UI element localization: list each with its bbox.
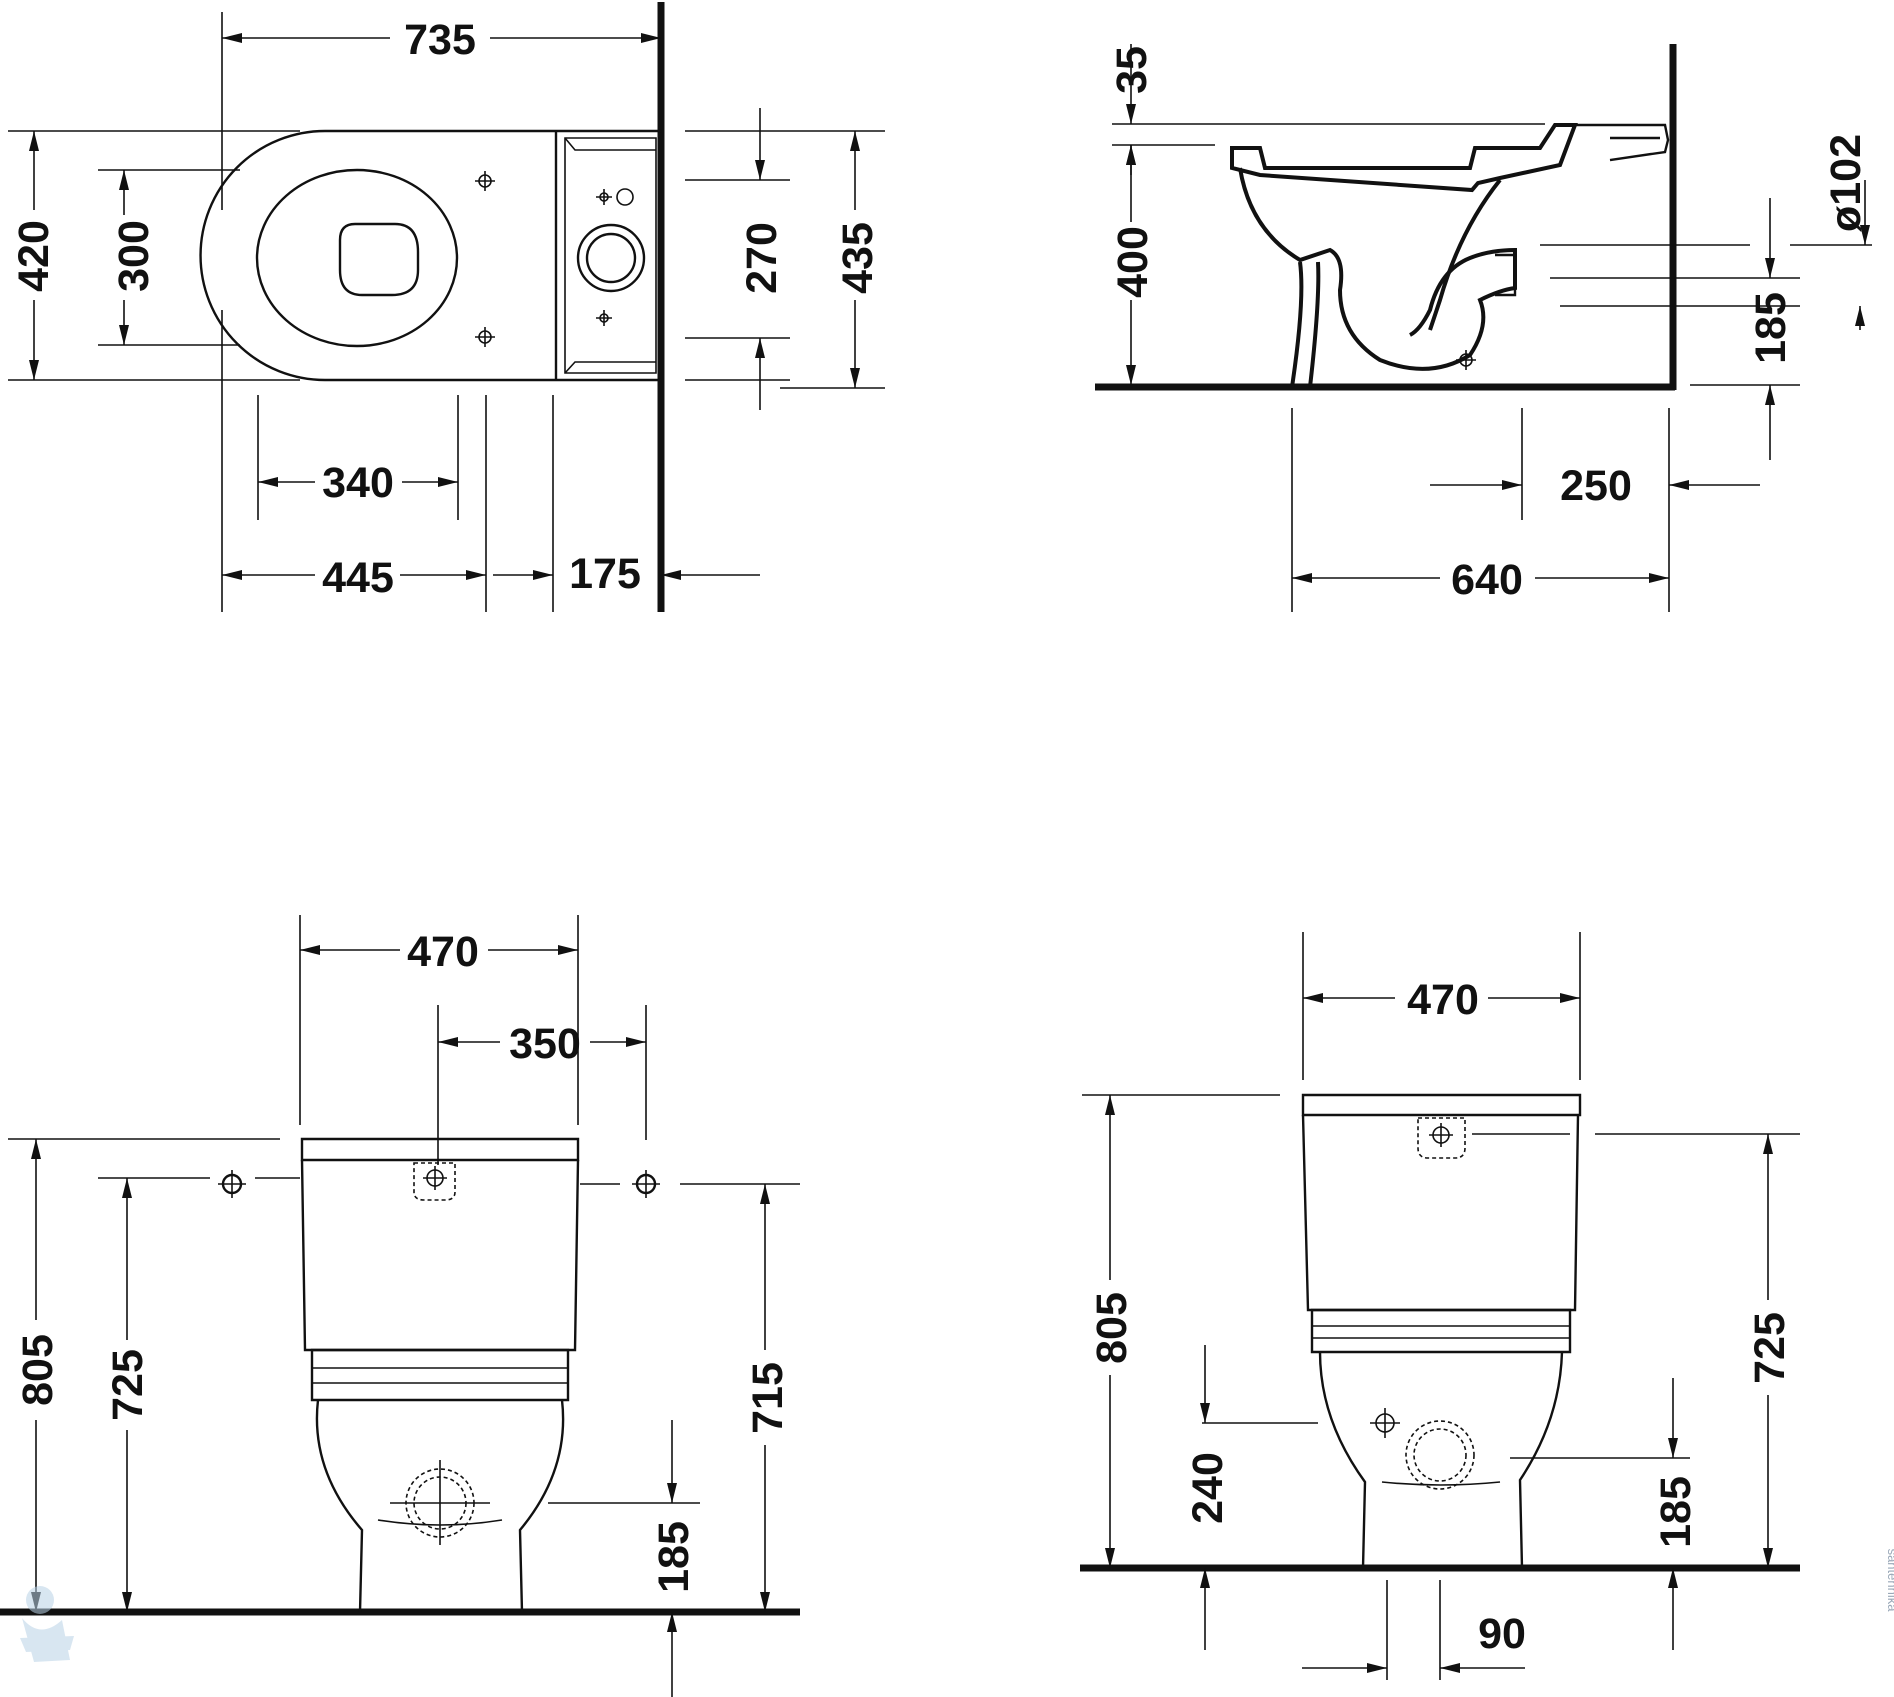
tank-body — [300, 1159, 580, 1352]
dim-front-tank-hole-height: 725 — [104, 1349, 152, 1421]
dim-front-width: 470 — [407, 928, 479, 976]
dim-side-outlet-diameter: ø102 — [1822, 134, 1870, 232]
seat-opening — [255, 168, 459, 348]
dim-front-outlet-height: 185 — [650, 1521, 698, 1593]
side-view: 35 400 ø102 185 250 640 — [1095, 44, 1872, 612]
dim-rear-outlet-offset: 90 — [1478, 1610, 1526, 1658]
dim-top-tank-hole-span: 270 — [738, 222, 786, 294]
dim-top-bolt-spacing: 340 — [322, 459, 394, 507]
dim-rear-outlet-height: 185 — [1652, 1476, 1700, 1548]
dim-side-outlet-to-wall: 250 — [1560, 462, 1632, 510]
dim-top-bowl-length: 445 — [322, 554, 394, 602]
dim-front-side-hole-height: 715 — [744, 1362, 792, 1434]
tank-lid — [300, 1137, 580, 1162]
dim-rear-fixing-height: 240 — [1184, 1452, 1232, 1524]
bowl-outline — [1318, 1351, 1564, 1569]
watermark-logo — [20, 1586, 74, 1662]
dim-side-seat-height: 400 — [1109, 226, 1157, 298]
tank-lid — [1301, 1093, 1582, 1117]
watermark-text: santehnika — [1885, 1549, 1894, 1613]
dim-rear-total-height: 805 — [1088, 1292, 1136, 1364]
rear-view: 470 805 725 240 185 90 — [1080, 932, 1800, 1680]
dim-rear-tank-height: 725 — [1746, 1312, 1794, 1384]
dim-side-outlet-height: 185 — [1747, 292, 1795, 364]
dim-front-total-height: 805 — [14, 1334, 62, 1406]
front-view: 470 350 805 725 715 185 — [0, 915, 800, 1697]
bowl-outline — [315, 1399, 565, 1613]
dim-rear-width: 470 — [1407, 976, 1479, 1024]
seat-lid — [1230, 123, 1578, 193]
dim-top-seat-opening: 300 — [110, 220, 158, 292]
bowl-outline — [199, 129, 661, 382]
seat-hole — [338, 222, 420, 297]
tank-outline — [564, 137, 657, 374]
flush-valve-inner — [585, 232, 637, 284]
dim-top-tank-width: 435 — [834, 222, 882, 294]
dim-top-tank-depth: 175 — [569, 550, 641, 598]
dim-side-seat-offset: 35 — [1108, 46, 1156, 94]
dim-top-bowl-width: 420 — [10, 220, 58, 292]
dim-front-hole-spacing: 350 — [509, 1020, 581, 1068]
dim-top-overall-length: 735 — [404, 16, 476, 64]
flush-valve-outer — [576, 223, 646, 293]
top-view: 735 420 300 270 435 340 445 175 — [8, 2, 885, 612]
dim-side-total-depth: 640 — [1451, 556, 1523, 604]
